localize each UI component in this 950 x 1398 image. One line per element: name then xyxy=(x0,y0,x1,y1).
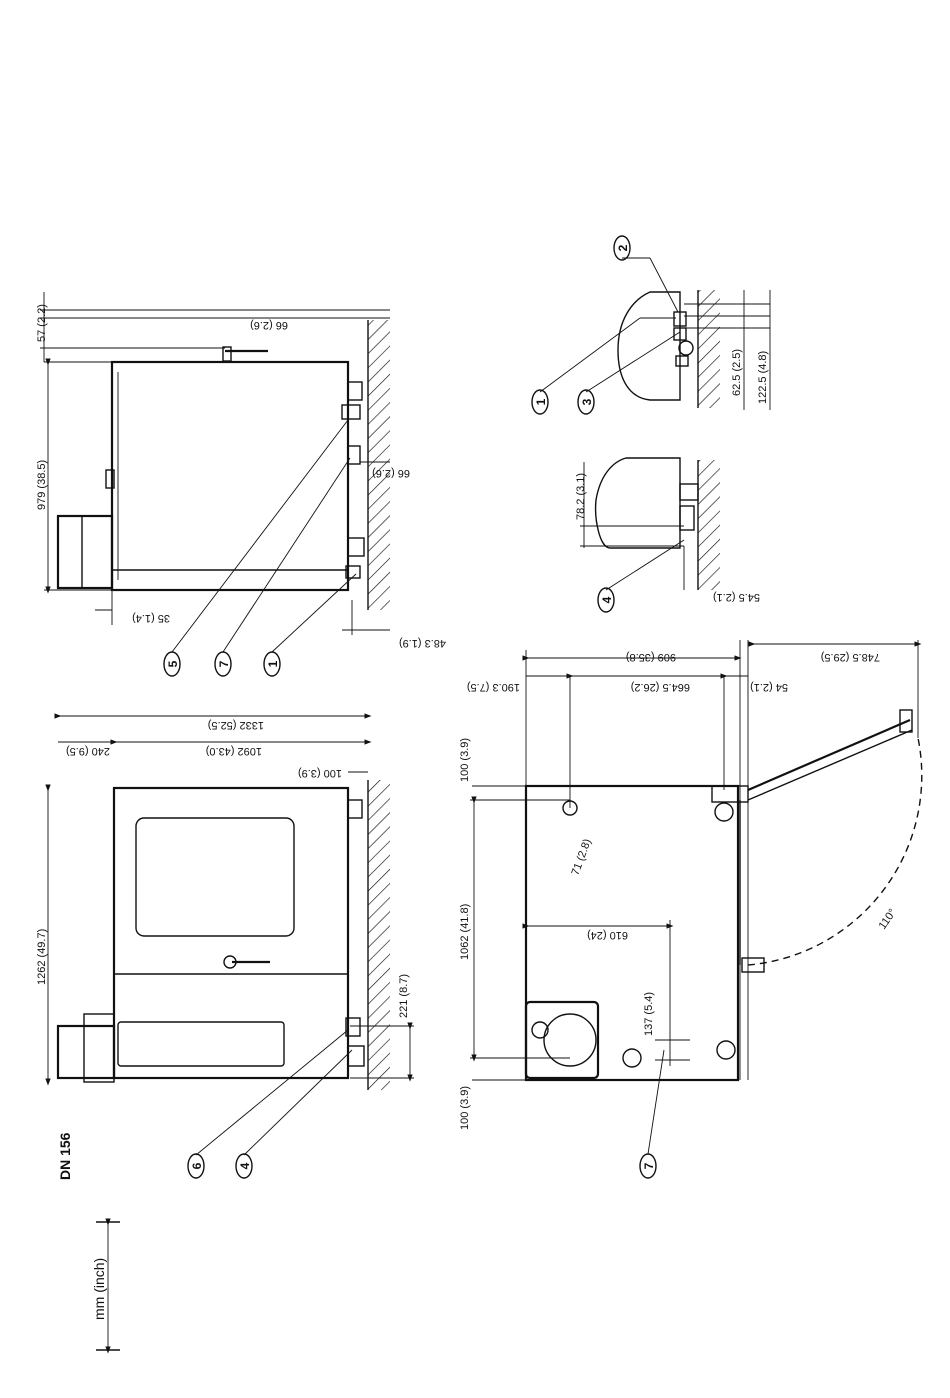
wall-hatch-front xyxy=(368,780,390,1090)
callout-4-detail: 4 xyxy=(597,587,615,613)
dim-748-5: 748.5 (29.5) xyxy=(821,651,880,663)
dim-54-5: 54.5 (2.1) xyxy=(713,591,760,603)
dim-35: 35 (1.4) xyxy=(132,612,170,624)
dim-66-mid: 66 (2.6) xyxy=(372,467,410,479)
svg-text:4: 4 xyxy=(600,596,614,603)
dim-54: 54 (2.1) xyxy=(750,681,788,693)
wall-hatch xyxy=(368,320,390,610)
svg-text:4: 4 xyxy=(238,1162,252,1169)
dim-979: 979 (38.5) xyxy=(36,460,48,510)
dim-190-3: 190.3 (7.5) xyxy=(467,681,520,693)
dim-1092: 1092 (43.0) xyxy=(206,745,262,757)
svg-text:6: 6 xyxy=(190,1162,204,1169)
unit-label: mm (inch) xyxy=(91,1258,107,1320)
dim-137: 137 (5.4) xyxy=(643,992,655,1036)
dim-610: 610 (24) xyxy=(587,929,628,941)
callout-6: 6 xyxy=(187,1153,205,1179)
callout-1-top: 1 xyxy=(263,651,281,677)
unit-indicator: mm (inch) xyxy=(91,1218,120,1354)
callout-7-plan: 7 xyxy=(639,1153,657,1179)
cabinet-body xyxy=(110,360,350,592)
dim-71: 71 (2.8) xyxy=(570,837,594,877)
dim-122-5: 122.5 (4.8) xyxy=(757,351,769,404)
svg-text:3: 3 xyxy=(580,398,594,405)
dim-48-3: 48.3 (1.9) xyxy=(399,637,446,649)
dim-1062: 1062 (41.8) xyxy=(459,904,471,960)
dim-78-2: 78.2 (3.1) xyxy=(575,473,587,520)
dim-1262: 1262 (49.7) xyxy=(36,929,48,985)
callout-5: 5 xyxy=(163,651,181,677)
plan-body xyxy=(524,784,740,1082)
front-window xyxy=(135,817,295,937)
dim-221: 221 (8.7) xyxy=(398,974,410,1018)
dim-100-top: 100 (3.9) xyxy=(459,738,471,782)
dim-57: 57 (2.2) xyxy=(36,304,48,342)
front-body xyxy=(112,786,350,1080)
callout-4-front: 4 xyxy=(235,1153,253,1179)
callout-2: 2 xyxy=(613,235,631,261)
svg-text:1: 1 xyxy=(266,660,280,667)
svg-text:7: 7 xyxy=(217,660,231,667)
front-elevation-view: 1262 (49.7) 1332 (52.5) 1092 (43.0) 240 … xyxy=(36,713,414,1180)
callout-1-detail: 1 xyxy=(531,389,549,415)
svg-text:5: 5 xyxy=(166,660,180,667)
detail-view-upper: 62.5 (2.5) 122.5 (4.8) xyxy=(539,257,771,410)
model-label: DN 156 xyxy=(57,1132,73,1180)
angle-label: 110° xyxy=(877,907,899,932)
callout-7-top: 7 xyxy=(214,651,232,677)
svg-text:2: 2 xyxy=(616,244,630,251)
callout-3: 3 xyxy=(577,389,595,415)
detail-view-lower: 78.2 (3.1) 54.5 (2.1) xyxy=(575,457,760,603)
dim-664-5: 664.5 (26.2) xyxy=(631,681,690,693)
dim-909: 909 (35.8) xyxy=(626,651,676,663)
dim-1332: 1332 (52.5) xyxy=(208,719,264,731)
dim-66-top: 66 (2.6) xyxy=(250,319,288,331)
svg-text:7: 7 xyxy=(642,1162,656,1169)
side-elevation-view: 57 (2.2) 979 (38.5) 66 (2.6) 66 (2.6) 35… xyxy=(36,292,446,653)
svg-text:1: 1 xyxy=(534,398,548,405)
dim-100-right: 100 (3.9) xyxy=(298,767,342,779)
plan-view: 100 (3.9) 100 (3.9) 1062 (41.8) 610 (24)… xyxy=(459,640,923,1155)
door-swing-arc xyxy=(747,737,923,966)
dim-62-5: 62.5 (2.5) xyxy=(731,349,743,396)
flue-collar xyxy=(56,514,114,590)
dim-100-bottom: 100 (3.9) xyxy=(459,1086,471,1130)
dim-240: 240 (9.5) xyxy=(66,745,110,757)
